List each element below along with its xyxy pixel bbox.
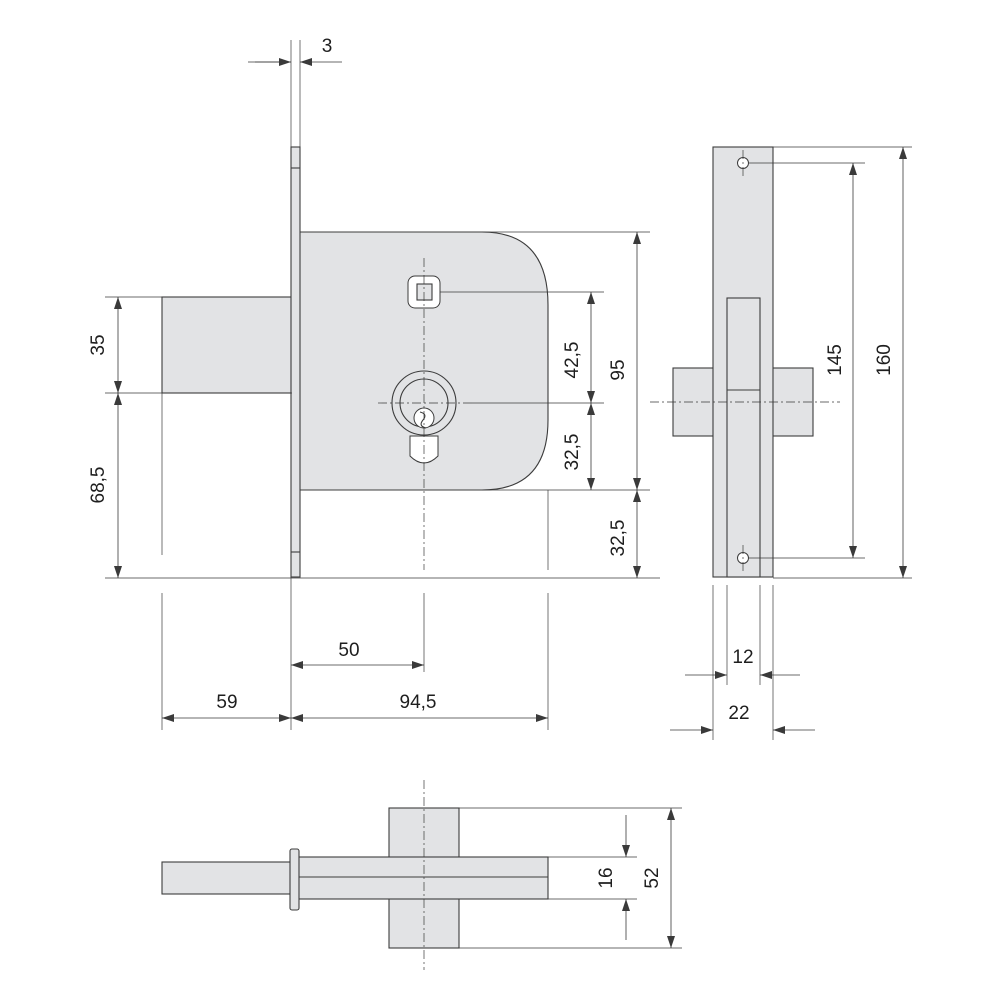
top-faceplate bbox=[289, 848, 300, 911]
top-bolt bbox=[161, 861, 293, 895]
dim-cylinder-to-bottom: 32,5 bbox=[562, 434, 583, 471]
square-follower-inner bbox=[416, 283, 433, 301]
key-icon bbox=[419, 411, 427, 429]
dim-inner-width: 12 bbox=[732, 647, 753, 668]
dim-fixing-centers: 145 bbox=[825, 344, 846, 376]
dim-bolt-thickness: 16 bbox=[596, 867, 617, 888]
top-view: 16 52 bbox=[161, 780, 682, 970]
dim-body-height: 95 bbox=[608, 359, 629, 380]
dim-bolt-projection: 59 bbox=[216, 692, 237, 713]
dim-square-to-cylinder: 42,5 bbox=[562, 342, 583, 379]
dim-body-width: 94,5 bbox=[400, 692, 437, 713]
front-view: 3 35 68,5 42,5 32,5 95 32,5 50 59 94,5 bbox=[88, 36, 660, 730]
dim-plate-thickness: 3 bbox=[322, 36, 333, 57]
side-view: 145 160 12 22 bbox=[650, 146, 912, 740]
dim-plate-below-body: 32,5 bbox=[608, 520, 629, 557]
dim-lower-height: 68,5 bbox=[88, 467, 109, 504]
dim-plate-width: 22 bbox=[728, 703, 749, 724]
dim-plate-height: 160 bbox=[874, 344, 895, 376]
side-case bbox=[726, 297, 761, 578]
dim-bolt-height: 35 bbox=[88, 334, 109, 355]
faceplate bbox=[290, 146, 301, 578]
top-body bbox=[297, 856, 549, 900]
dim-bolt-block-height: 52 bbox=[642, 867, 663, 888]
lock-body bbox=[298, 231, 549, 491]
dim-backset: 50 bbox=[338, 640, 359, 661]
bolt bbox=[161, 296, 293, 394]
